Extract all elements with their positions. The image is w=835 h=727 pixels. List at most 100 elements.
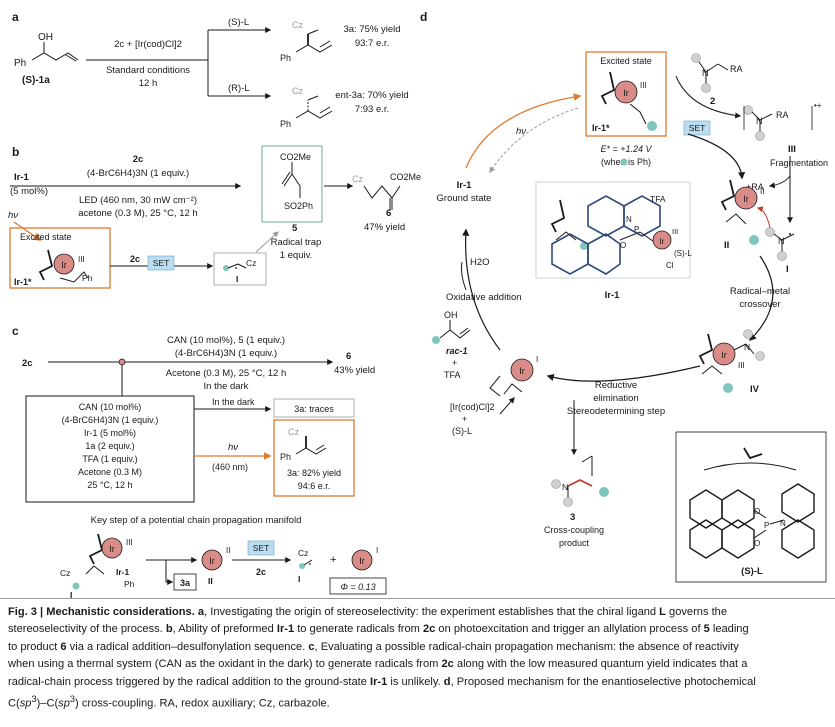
d-radcat-structure — [743, 105, 813, 141]
d-cycle-arc-3 — [546, 365, 701, 382]
c-ii-label: II — [208, 576, 213, 586]
b-hv: hν — [8, 210, 18, 221]
d-radcat-ra: RA — [776, 110, 789, 120]
b-set-badge — [147, 255, 175, 271]
c-light-result-box — [273, 419, 355, 497]
d-ir1-cl: Cl — [666, 261, 674, 270]
c-dark-result: 3a: traces — [294, 404, 334, 414]
substrate-1a-structure — [31, 42, 79, 62]
b-trap-box — [261, 145, 323, 223]
d-ir-ii-complex — [720, 179, 759, 245]
d-ligand-structure — [689, 447, 815, 559]
b-excited-box — [9, 227, 111, 289]
c-condition-line: 1a (2 equiv.) — [85, 441, 134, 451]
c-3a-box — [173, 573, 197, 591]
d-radcat-num: III — [788, 144, 796, 155]
d-ir-ii-ox: II — [760, 187, 764, 196]
b-radical-structure — [223, 263, 247, 271]
d-product-label-2: product — [559, 538, 590, 548]
c-ir1-cz: Cz — [60, 568, 70, 578]
d-precursor-arrow — [499, 397, 515, 415]
d-red-curve — [756, 206, 771, 229]
d-excited-ir-ox: III — [640, 81, 647, 90]
c-ir1-sphere — [101, 537, 123, 559]
cond-1: 2c + [Ir(cod)Cl]2 — [114, 39, 182, 50]
d-ir-ii-sphere — [734, 186, 758, 210]
d-radical-i-label: I — [786, 264, 789, 275]
b-additive: (4-BrC6H4)3N (1 equiv.) — [87, 168, 189, 179]
b-trap-ester: CO2Me — [280, 152, 311, 162]
panel-b-label: b — [12, 145, 19, 159]
panel-c: c 2c CAN (10 mol%), 5 (1 equiv.) (4-BrC6… — [12, 324, 387, 600]
d-potential-ball — [620, 158, 628, 166]
product1-cz: Cz — [292, 20, 303, 30]
d-ir-i-ox: I — [536, 355, 538, 364]
d-amine-num: 2 — [710, 96, 715, 107]
b-trap-num: 5 — [292, 223, 298, 234]
b-radical-trap-arrow — [255, 231, 279, 253]
c-top4: In the dark — [204, 381, 249, 392]
c-phi: Φ = 0.13 — [340, 582, 375, 592]
d-crossover-2: crossover — [739, 299, 780, 310]
b-trap-sulfone: SO2Ph — [284, 201, 313, 211]
d-fragmentation: Fragmentation — [770, 158, 828, 168]
product2-er: 7:93 e.r. — [355, 104, 389, 115]
c-ligand-ball — [72, 582, 80, 590]
d-excited-ir-sphere — [614, 80, 638, 104]
d-product-n: N — [562, 482, 568, 492]
d-excited-box — [585, 51, 667, 137]
d-ir1-struct-ox: III — [672, 227, 678, 236]
d-iv-sphere — [712, 342, 736, 366]
c-ir-ii-sphere — [201, 549, 223, 571]
d-ir-i-text: Ir — [519, 366, 525, 376]
d-crossover-1: Radical–metal — [730, 286, 790, 297]
d-rac-plus: + — [452, 358, 457, 368]
b-radical-label: I — [236, 274, 238, 284]
d-iv-n: N — [744, 342, 750, 352]
d-ir1-struct-sphere — [652, 230, 672, 250]
b-ph: Ph — [82, 273, 93, 283]
caption-line: radical-chain process triggered by the r… — [8, 675, 756, 688]
product2-yield: ent-3a: 70% yield — [335, 90, 408, 101]
d-ir1-o: O — [620, 241, 626, 250]
d-precursor-l: (S)-L — [452, 426, 472, 436]
c-2c: 2c — [256, 567, 266, 577]
c-condition-line: Acetone (0.3 M) — [78, 467, 142, 477]
d-reductive-1: Reductive — [595, 380, 637, 391]
panel-b: b Ir-1 (5 mol%) 2c (4-BrC6H4)3N (1 equiv… — [8, 145, 421, 289]
d-iv-ox: III — [738, 361, 745, 370]
product1-yield: 3a: 75% yield — [343, 24, 400, 35]
c-set-badge — [247, 540, 275, 556]
d-excited-ligand-ball — [647, 121, 657, 131]
ir1-loading: (5 mol%) — [10, 186, 48, 197]
c-ir-i-text: Ir — [359, 556, 365, 566]
d-amine-ra: RA — [730, 64, 743, 74]
d-ligand-label: (S)-L — [741, 566, 763, 577]
c-condition-line: (4-BrC6H4)3N (1 equiv.) — [62, 415, 159, 425]
c-branch-node — [118, 358, 126, 366]
substrate-name: (S)-1a — [22, 75, 50, 86]
d-ir-ii-text: Ir — [743, 194, 749, 204]
d-iv-ir: Ir — [721, 350, 727, 360]
c-radical-structure — [299, 559, 313, 569]
c-light-ph: Ph — [280, 452, 291, 462]
d-ir1-struct-ir: Ir — [660, 237, 665, 246]
d-cycle-arc-1 — [687, 133, 746, 180]
c-hv-nm: (460 nm) — [212, 462, 248, 472]
panel-d-label: d — [420, 10, 427, 24]
b-ir-text: Ir — [61, 260, 67, 270]
d-ir1-struct-label: Ir-1 — [605, 290, 621, 301]
d-amine-2-structure — [691, 53, 729, 93]
ir1-label: Ir-1 — [14, 172, 30, 183]
c-top2: (4-BrC6H4)3N (1 equiv.) — [175, 348, 277, 359]
product2-ph: Ph — [280, 119, 291, 129]
d-ir1-structure-box — [535, 181, 691, 279]
c-phi-box — [329, 577, 387, 595]
b-trap-equiv: 1 equiv. — [280, 250, 313, 261]
b-led: LED (460 nm, 30 mW cm⁻²) — [79, 195, 197, 206]
d-ir1-star: Ir-1* — [592, 123, 610, 133]
b-product-cz: Cz — [352, 174, 363, 184]
c-top1: CAN (10 mol%), 5 (1 equiv.) — [167, 335, 285, 346]
d-ir1-structure — [550, 195, 672, 275]
